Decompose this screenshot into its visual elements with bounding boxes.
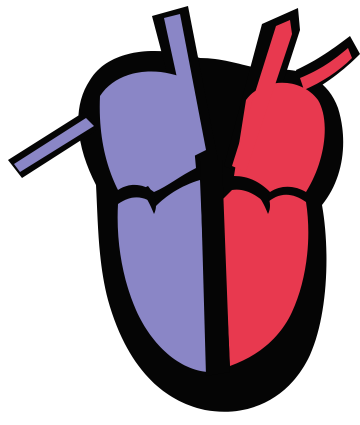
heart-diagram [0, 0, 360, 425]
